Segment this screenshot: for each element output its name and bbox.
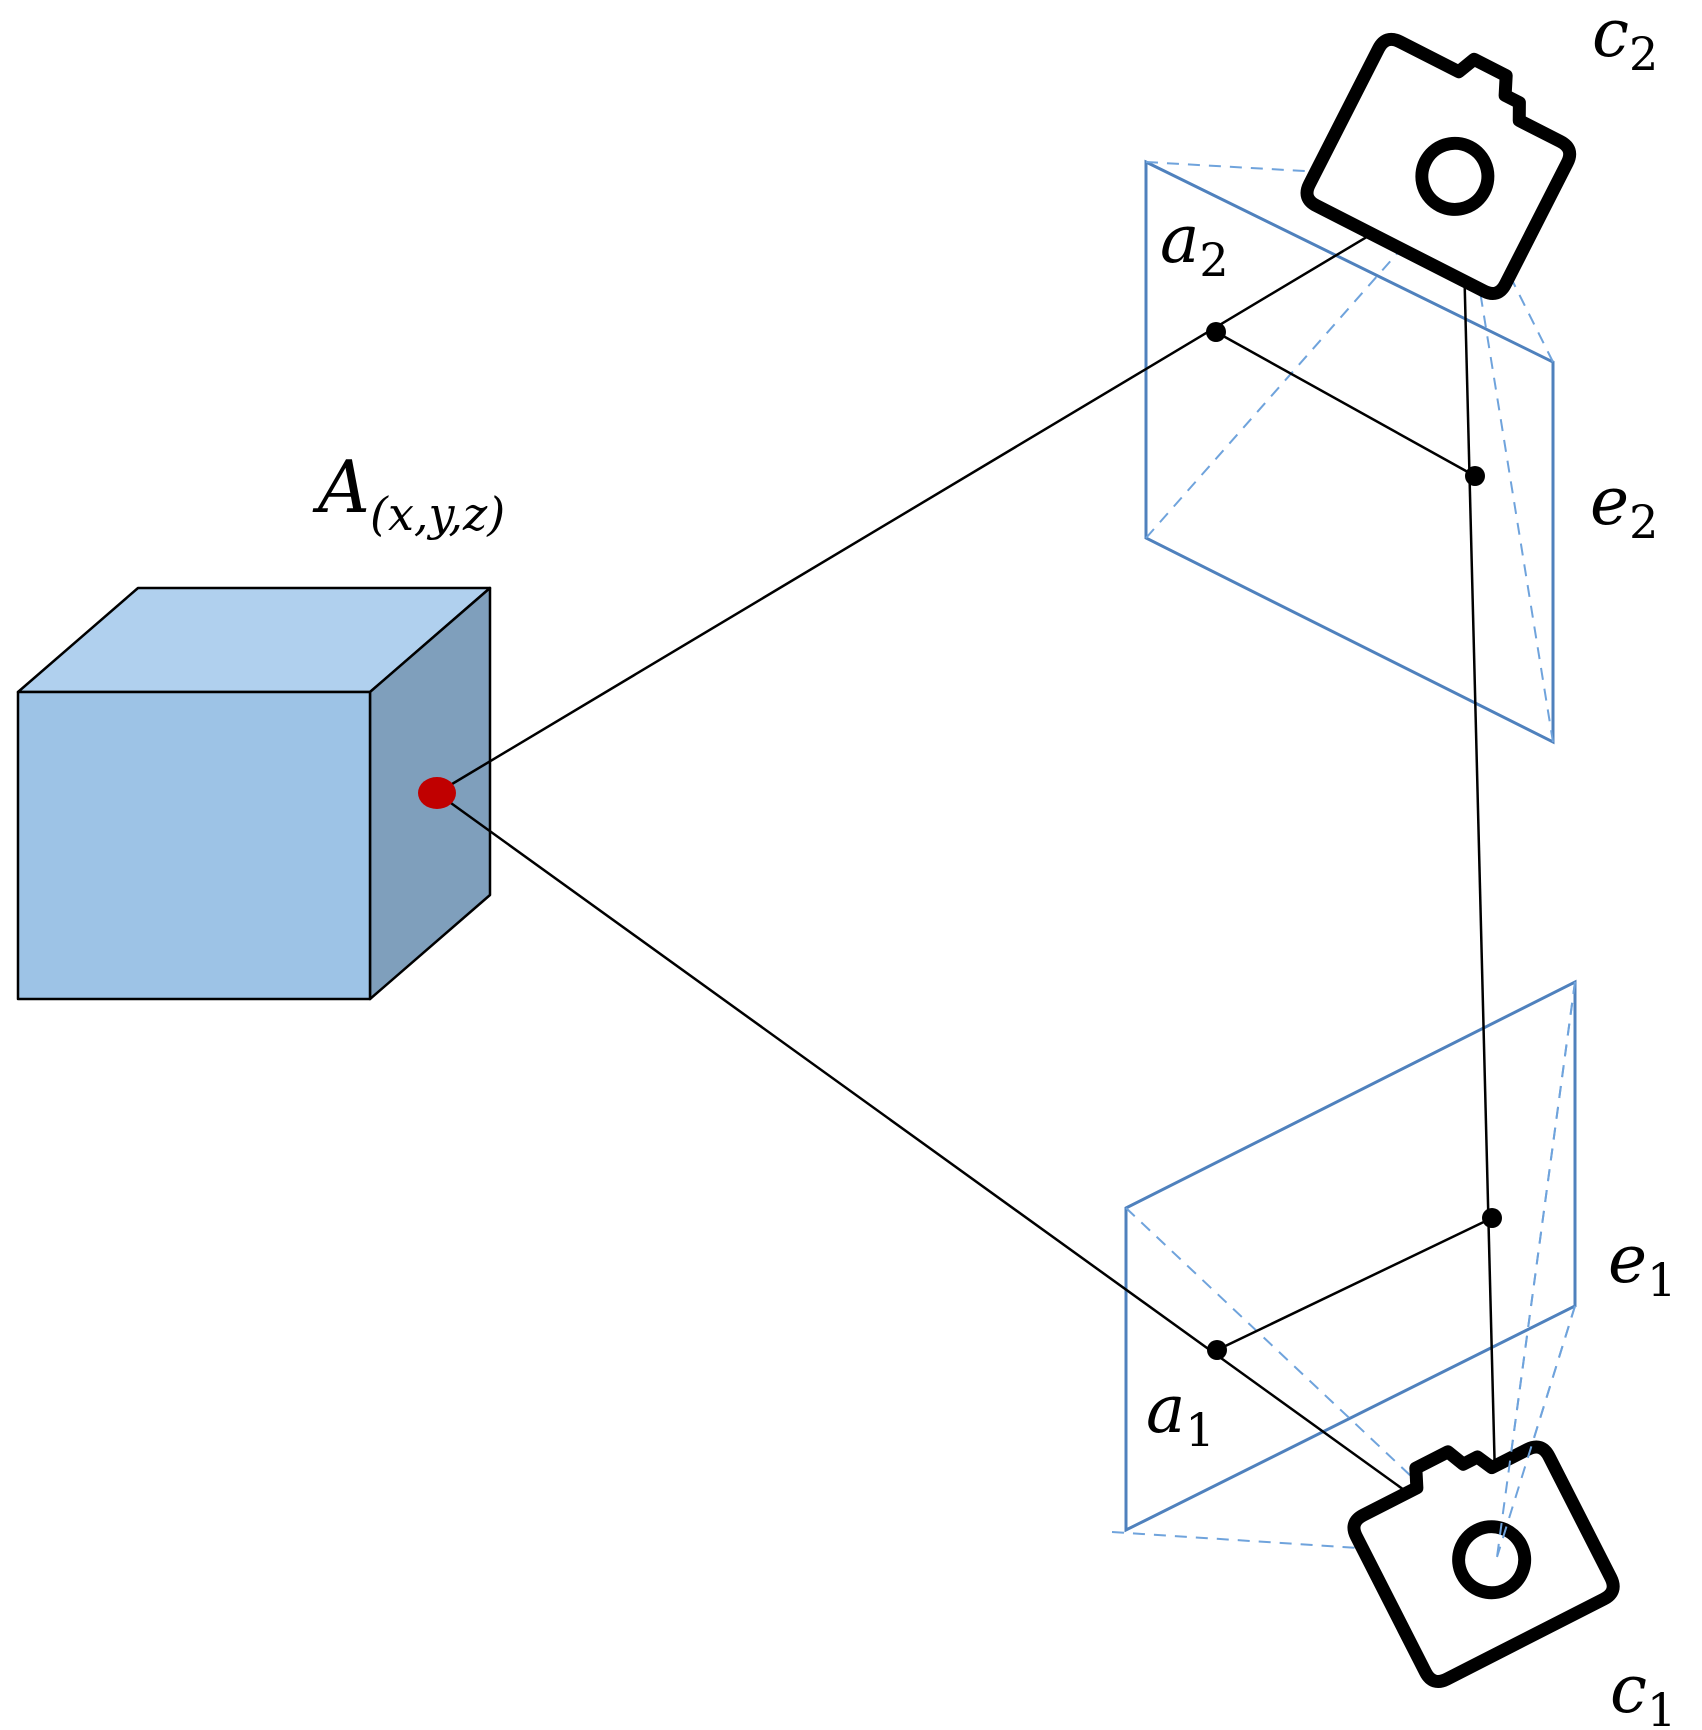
epipole-e1-label: e1 xyxy=(1608,1221,1676,1307)
epipole-e2 xyxy=(1465,466,1485,486)
epipole-e2-label: e2 xyxy=(1590,463,1658,549)
cube xyxy=(16,586,492,1001)
world-point xyxy=(418,777,456,809)
world-point-label: A(x,y,z) xyxy=(312,445,505,541)
ray-to-camera-2 xyxy=(436,178,1463,795)
camera-icon xyxy=(1347,1440,1620,1688)
camera-icon xyxy=(1300,32,1577,300)
image-point-a2-label: a2 xyxy=(1160,201,1229,287)
cube-front-face xyxy=(16,690,372,1001)
epipolar-line-bottom xyxy=(1216,1216,1493,1352)
epipole-e1 xyxy=(1482,1208,1502,1228)
ray-to-camera-1 xyxy=(436,791,1498,1559)
image-point-a1 xyxy=(1207,1340,1227,1360)
baseline xyxy=(1460,179,1499,1558)
camera-2-label: c2 xyxy=(1592,0,1658,81)
projection-rays xyxy=(436,178,1499,1559)
image-point-a1-label: a1 xyxy=(1146,1371,1215,1457)
image-point-a2 xyxy=(1206,322,1226,342)
camera-1-label: c1 xyxy=(1610,1651,1676,1730)
epipolar-line-top xyxy=(1215,330,1476,478)
projection-frustum-bottom-overlay xyxy=(1496,981,1576,1558)
